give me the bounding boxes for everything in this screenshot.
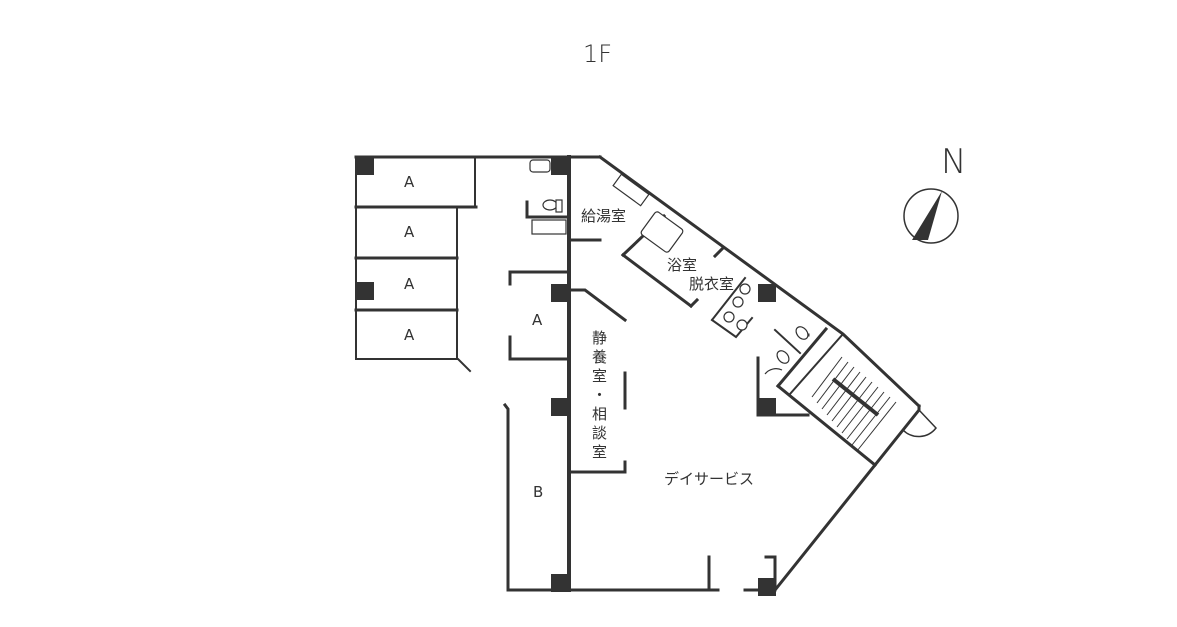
washbasin-icon bbox=[739, 283, 751, 295]
room-rest-consult: 静養室・相談室 bbox=[590, 330, 608, 463]
room-changing: 脱衣室 bbox=[689, 275, 735, 293]
north-arrow-icon bbox=[903, 188, 959, 244]
room-a-2: A bbox=[404, 223, 415, 241]
toilet-icon bbox=[529, 159, 551, 173]
room-day-service: デイサービス bbox=[664, 470, 755, 488]
room-a-3: A bbox=[404, 275, 415, 293]
column bbox=[356, 157, 776, 596]
north-label: N bbox=[941, 142, 967, 182]
toilet-icon bbox=[542, 199, 558, 211]
toilet-icon bbox=[795, 326, 809, 340]
room-a-1: A bbox=[404, 173, 415, 191]
toilet-icon bbox=[776, 350, 790, 364]
room-a-5: A bbox=[532, 311, 543, 329]
bathtub-icon bbox=[640, 211, 684, 253]
room-a-4: A bbox=[404, 326, 415, 344]
door-swing-icon bbox=[902, 409, 937, 438]
room-kitchenette: 給湯室 bbox=[581, 207, 627, 225]
sink-icon bbox=[531, 219, 567, 235]
floor-title: 1F bbox=[583, 40, 613, 68]
room-b: B bbox=[533, 483, 544, 501]
room-bathroom: 浴室 bbox=[667, 256, 698, 274]
kitchen-sink-icon bbox=[612, 173, 650, 207]
